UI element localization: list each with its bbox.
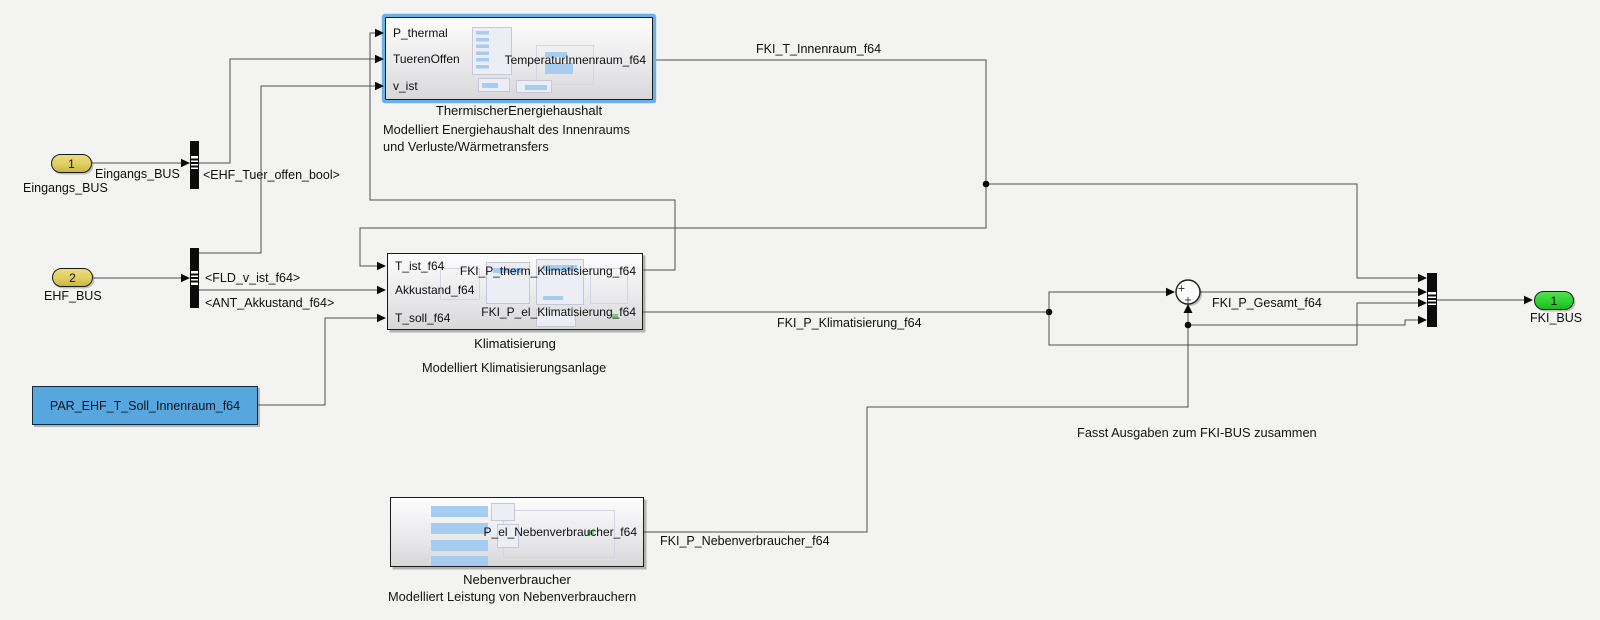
arrowhead	[377, 261, 386, 271]
annotation-nebenverbraucher: Modelliert Leistung von Nebenverbraucher…	[388, 589, 637, 604]
constant-label: PAR_EHF_T_Soll_Innenraum_f64	[49, 398, 241, 413]
block-name-nebenverbraucher: Nebenverbraucher	[463, 572, 571, 587]
arrowhead	[1418, 273, 1427, 283]
junction-dot	[1045, 308, 1053, 316]
port-label-fki-p-el: FKI_P_el_Klimatisierung_f64	[481, 305, 636, 319]
thumb-mark	[612, 314, 618, 318]
arrowhead	[1418, 298, 1427, 308]
arrowhead	[1418, 287, 1427, 297]
annotation-fki-bus: Fasst Ausgaben zum FKI-BUS zusammen	[1077, 425, 1317, 440]
arrowhead	[377, 285, 386, 295]
arrowhead	[375, 54, 384, 64]
bus-selector-1[interactable]	[190, 141, 199, 189]
thumb-panel	[516, 80, 552, 93]
block-name-klimatisierung: Klimatisierung	[474, 336, 556, 351]
wire-ehf-tuer-offen[interactable]	[199, 58, 375, 164]
bus-creator[interactable]	[1427, 273, 1437, 327]
thumb-bar	[431, 506, 488, 517]
thumb-panel	[497, 524, 519, 548]
annotation-klimatisierung: Modelliert Klimatisierungsanlage	[422, 360, 607, 375]
outport-fki-bus[interactable]: 1	[1534, 291, 1574, 310]
arrowhead	[377, 313, 386, 323]
thumb-bar	[431, 556, 488, 566]
inport-eingangs-bus-label: Eingangs_BUS	[23, 181, 108, 195]
sum-sign-left: +	[1178, 284, 1186, 295]
port-label-v-ist: v_ist	[393, 79, 418, 93]
subsystem-nebenverbraucher[interactable]: P_el_Nebenverbraucher_f64	[390, 497, 644, 567]
constant-par-ehf-t-soll[interactable]: PAR_EHF_T_Soll_Innenraum_f64	[32, 386, 258, 425]
arrowhead	[375, 81, 384, 91]
sum-shadow	[1178, 282, 1202, 306]
wire-fki-t-to-buscreator[interactable]	[986, 183, 1418, 279]
junction-dot	[1184, 321, 1192, 329]
port-label-p-thermal: P_thermal	[393, 26, 448, 40]
port-label-t-ist: T_ist_f64	[395, 259, 445, 273]
wire-neben-to-buscreator[interactable]	[1188, 319, 1418, 326]
inport-ehf-bus[interactable]: 2	[52, 268, 93, 287]
bus-tag-fld-v-ist: <FLD_v_ist_f64>	[205, 271, 301, 285]
arrowhead	[1524, 295, 1533, 305]
port-label-p-el-nebenverbraucher: P_el_Nebenverbraucher_f64	[483, 525, 637, 539]
arrowhead	[1418, 315, 1427, 325]
thumb-bar	[431, 540, 488, 551]
port-label-tuerenoffen: TuerenOffen	[393, 52, 460, 66]
subsystem-klimatisierung[interactable]: T_ist_f64 Akkustand_f64 T_soll_f64 FKI_P…	[387, 253, 643, 330]
thumb-mark	[587, 530, 594, 535]
sum-circle	[1175, 279, 1201, 305]
inport-ehf-bus-label: EHF_BUS	[44, 289, 102, 303]
arrowhead	[1183, 304, 1193, 313]
thumb-panel	[491, 503, 515, 521]
port-label-fki-p-therm: FKI_P_therm_Klimatisierung_f64	[459, 264, 636, 278]
signal-label-fki-p-gesamt: FKI_P_Gesamt_f64	[1212, 296, 1322, 310]
inport-eingangs-bus[interactable]: 1	[51, 154, 92, 173]
arrowhead	[181, 158, 190, 168]
port-label-temperatur-innenraum: TemperaturInnenraum_f64	[504, 53, 646, 67]
block-name-thermischer: ThermischerEnergiehaushalt	[435, 103, 603, 118]
sum-block[interactable]: + +	[1175, 279, 1202, 306]
arrowhead	[181, 273, 190, 283]
bus-selector-2[interactable]	[190, 248, 199, 308]
signal-label-fki-p-klimatisierung: FKI_P_Klimatisierung_f64	[777, 316, 922, 330]
thumb-panel	[478, 78, 510, 92]
arrowhead	[1166, 287, 1175, 297]
bus-tag-ant-akkustand: <ANT_Akkustand_f64>	[205, 296, 335, 310]
arrowhead	[375, 28, 384, 38]
port-label-akkustand: Akkustand_f64	[395, 283, 475, 297]
wire-klima-to-sum[interactable]	[1048, 291, 1166, 312]
wire-t-soll[interactable]	[258, 317, 377, 406]
inport-number: 2	[69, 270, 76, 285]
signal-label-eingangs-bus: Eingangs_BUS	[95, 167, 180, 181]
thumb-panel	[536, 309, 576, 327]
junction-dot	[982, 180, 990, 188]
wire-fki-p-nebenverbraucher[interactable]	[644, 313, 1189, 533]
signal-label-fki-t-innenraum: FKI_T_Innenraum_f64	[756, 42, 882, 56]
outport-fki-bus-label: FKI_BUS	[1530, 311, 1583, 325]
port-label-t-soll: T_soll_f64	[395, 311, 451, 325]
nebenverbraucher-thumbnail	[391, 498, 643, 566]
signal-label-fki-p-nebenverbraucher: FKI_P_Nebenverbraucher_f64	[660, 534, 830, 548]
thumb-panel	[472, 27, 512, 75]
bus-tag-ehf-tuer-offen: <EHF_Tuer_offen_bool>	[203, 168, 340, 182]
inport-number: 1	[68, 156, 75, 171]
outport-number: 1	[1550, 293, 1558, 308]
thumb-bar	[431, 523, 488, 534]
sum-sign-bottom: +	[1184, 295, 1192, 306]
subsystem-thermischer-energiehaushalt[interactable]: P_thermal TuerenOffen v_ist TemperaturIn…	[385, 17, 653, 100]
annotation-thermischer: Modelliert Energiehaushalt des Innenraum…	[383, 122, 630, 154]
